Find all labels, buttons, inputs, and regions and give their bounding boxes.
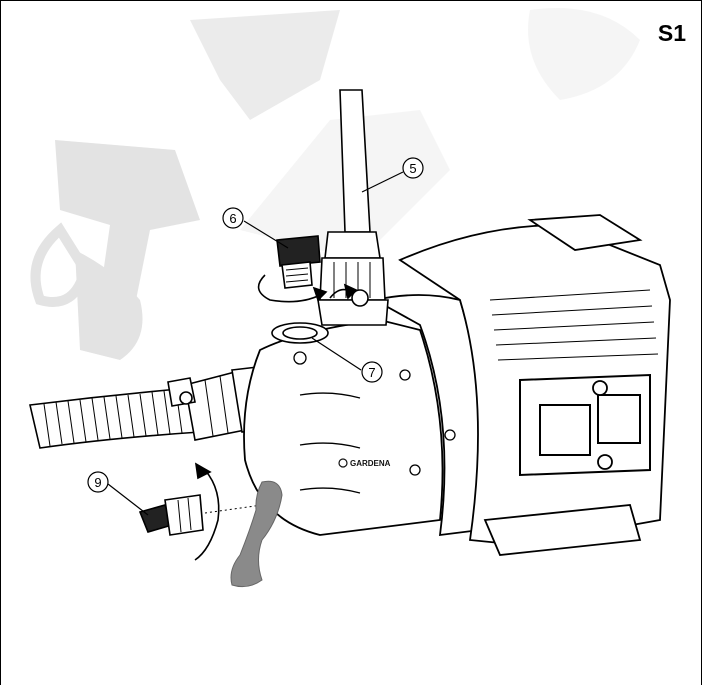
callout-label: 6 <box>229 211 236 226</box>
housing-details <box>293 351 456 494</box>
water-flow-icon <box>230 480 283 588</box>
brand-name: GARDENA <box>350 459 391 468</box>
filler-opening <box>271 322 329 344</box>
pressure-hose <box>317 89 389 326</box>
sheet-label: S1 <box>657 20 686 46</box>
drain-plug <box>138 494 263 536</box>
callout-6: 6 <box>222 207 244 229</box>
filler-plug <box>276 235 321 289</box>
rotate-counterclockwise-arrow-icon <box>257 274 328 303</box>
callout-7: 7 <box>361 361 383 383</box>
pump-body <box>243 214 671 556</box>
motor-ribs <box>489 289 659 361</box>
suction-connector <box>167 377 196 407</box>
callout-label: 7 <box>368 365 375 380</box>
callout-label: 9 <box>94 475 101 490</box>
callout-label: 5 <box>409 161 416 176</box>
rotate-clockwise-arrow-icon <box>194 283 358 561</box>
callout-9: 9 <box>87 471 109 493</box>
callout-leaders <box>107 171 404 516</box>
callout-5: 5 <box>402 157 424 179</box>
brand-logo: GARDENA <box>338 458 391 468</box>
